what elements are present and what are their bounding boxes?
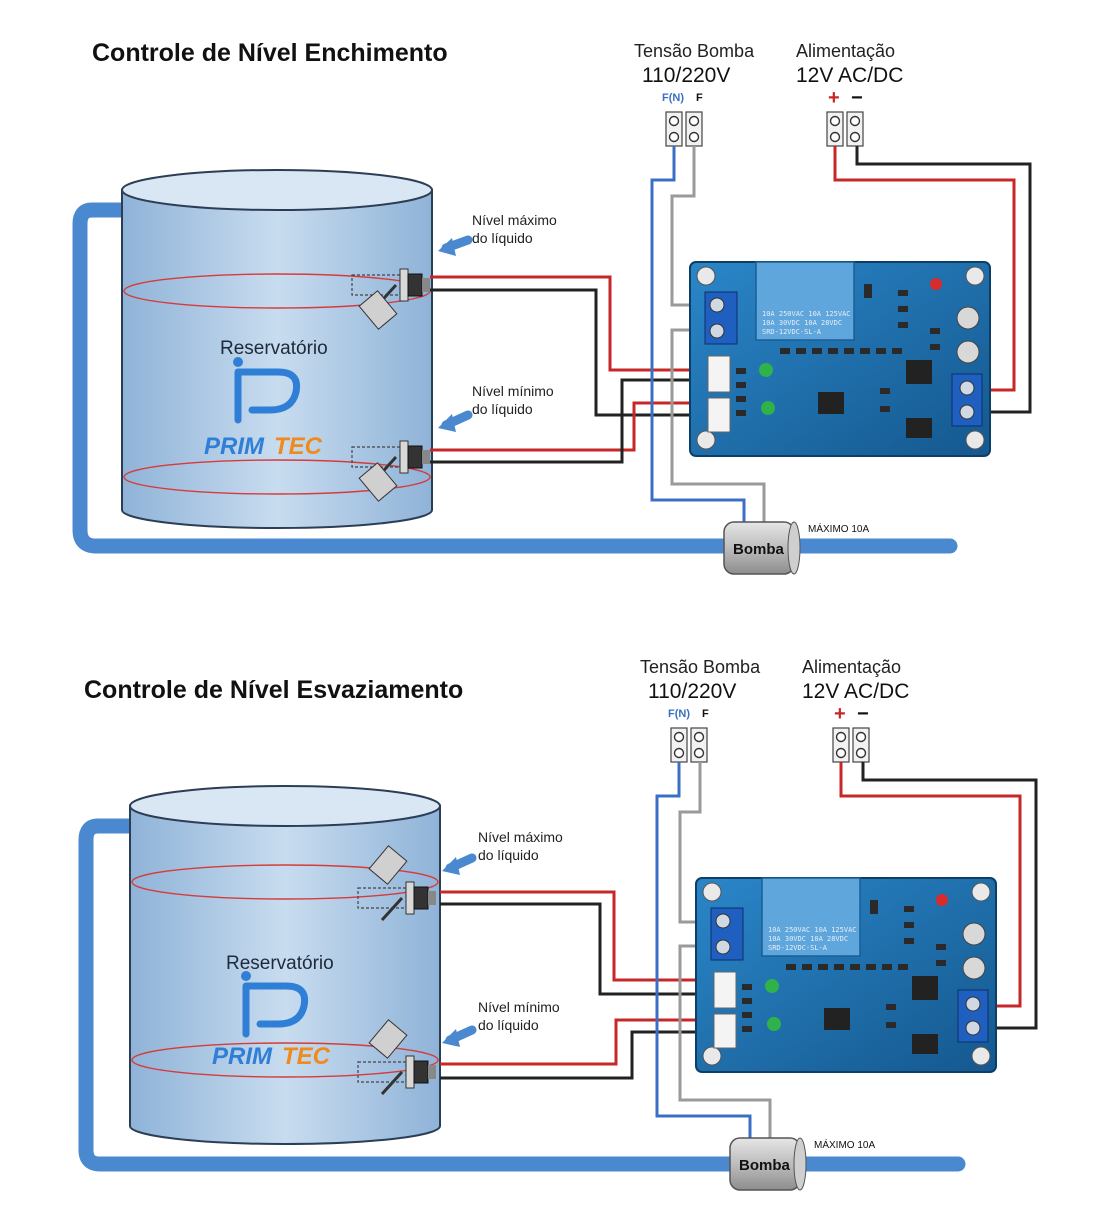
max-level-label-2: do líquido [478,847,539,863]
pump-voltage-value: 110/220V [648,680,736,703]
power-terminal-block [832,727,870,763]
diagram-title: Controle de Nível Esvaziamento [84,676,463,704]
max-level-label-1: Nível máximo [472,212,557,228]
pump-voltage-value: 110/220V [642,64,730,87]
pipe [78,818,966,1172]
minus-sign: − [851,87,863,109]
diagram-title: Controle de Nível Enchimento [92,39,448,67]
pump-label: Bomba [739,1157,790,1174]
power-value: 12V AC/DC [802,680,909,703]
relay-text-2: 10A 30VDC 10A 28VDC [768,935,848,943]
arrow-head-icon [438,414,456,432]
pipe [72,202,958,554]
primtec-logo: PRIM TEC [212,971,331,1070]
pump-voltage-label: Tensão Bomba [640,657,761,677]
max-current-label: MÁXIMO 10A [808,522,869,535]
brand-prim: PRIM [204,433,265,460]
sensor-min [350,439,432,502]
power-value: 12V AC/DC [796,64,903,87]
pump-voltage-label: Tensão Bomba [634,41,755,61]
relay-text-2: 10A 30VDC 10A 28VDC [762,319,842,327]
max-level-label-1: Nível máximo [478,829,563,845]
brand-prim: PRIM [212,1043,273,1070]
terminal-fn-label: F(N) [668,708,690,720]
control-board: 10A 250VAC 10A 125VAC 10A 30VDC 10A 28VD… [695,877,997,1073]
pump-terminal-block [665,111,703,147]
terminal-f-label: F [702,708,709,720]
diagram-enchimento: Controle de Nível Enchimento Reservatóri… [72,39,1032,575]
brand-tec: TEC [282,1043,331,1070]
power-label: Alimentação [802,657,901,677]
reservoir-label: Reservatório [220,338,328,359]
terminal-f-label: F [696,92,703,104]
relay-text-3: SRD-12VDC-SL-A [762,328,822,336]
relay-text-1: 10A 250VAC 10A 125VAC [768,926,857,934]
relay-text-1: 10A 250VAC 10A 125VAC [762,310,851,318]
reservoir-label: Reservatório [226,953,334,974]
arrow-head-icon [442,1029,460,1047]
plus-sign: + [834,703,846,725]
minus-sign: − [857,703,869,725]
power-terminal-block [826,111,864,147]
reservoir-tank [129,785,441,1145]
pump: Bomba [723,521,801,575]
arrow-head-icon [442,857,460,875]
plus-sign: + [828,87,840,109]
min-level-label-1: Nível mínimo [478,999,560,1015]
diagram-esvaziamento: Controle de Nível Esvaziamento Reservató… [78,657,1038,1191]
sensor-max [350,267,432,330]
pump: Bomba [729,1137,807,1191]
max-current-label: MÁXIMO 10A [814,1138,875,1151]
arrow-head-icon [438,238,456,256]
brand-tec: TEC [274,433,323,460]
sensor-min [356,1019,438,1096]
min-level-label-2: do líquido [472,401,533,417]
min-level-label-1: Nível mínimo [472,383,554,399]
terminal-fn-label: F(N) [662,92,684,104]
pump-terminal-block [670,727,708,763]
min-level-label-2: do líquido [478,1017,539,1033]
relay-text-3: SRD-12VDC-SL-A [768,944,828,952]
sensor-max [356,845,438,922]
control-board: 10A 250VAC 10A 125VAC 10A 30VDC 10A 28VD… [689,261,991,457]
power-label: Alimentação [796,41,895,61]
max-level-label-2: do líquido [472,230,533,246]
primtec-logo: PRIM TEC [204,357,323,460]
pump-label: Bomba [733,541,784,558]
